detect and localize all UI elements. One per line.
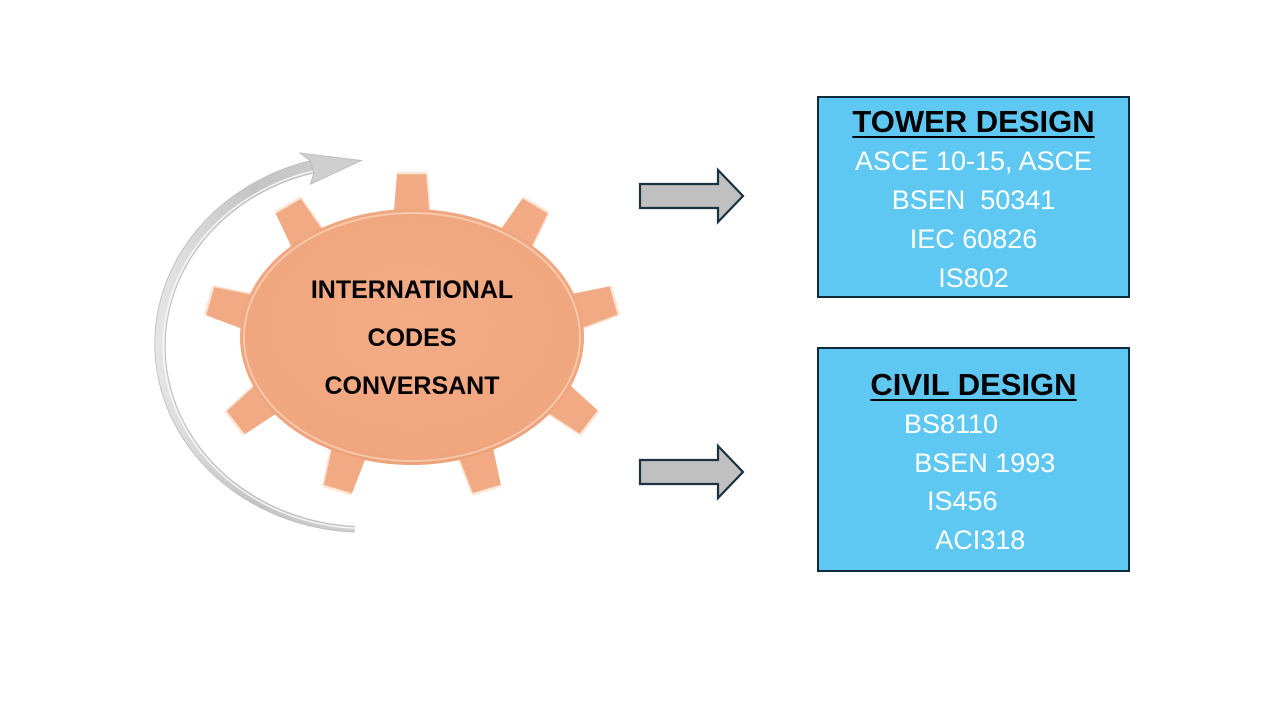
code-item: IEC 60826	[909, 224, 1038, 254]
code-item: BS8110	[903, 409, 1044, 439]
gear-label-line: CONVERSANT	[324, 372, 500, 400]
gear-tooth-bevel	[472, 484, 502, 496]
gear-label-line: CODES	[367, 324, 457, 352]
gear-tooth-bevel	[609, 285, 621, 316]
gear-tooth-bevel	[322, 484, 352, 496]
code-item: BSEN 1993	[891, 447, 1056, 478]
curved-arrow-highlight	[162, 170, 355, 530]
code-item: IS456	[926, 486, 1021, 516]
civil-design-title: CIVIL DESIGN	[870, 367, 1077, 402]
gear-tooth-bevel	[579, 410, 600, 436]
gear-label: INTERNATIONAL CODES CONVERSANT	[262, 266, 562, 410]
civil-design-box: CIVIL DESIGN BS8110 BSEN 1993 IS456 ACI3…	[817, 347, 1130, 572]
gear-tooth-bevel	[522, 196, 550, 214]
curved-arrow-head	[298, 152, 363, 185]
tower-design-box: TOWER DESIGN ASCE 10-15, ASCE BSEN 50341…	[817, 96, 1130, 298]
gear-label-line: INTERNATIONAL	[310, 276, 514, 304]
code-item: ACI318	[921, 524, 1026, 555]
gear-tooth-bevel	[203, 285, 215, 316]
code-item: ASCE 10-15, ASCE	[854, 146, 1093, 176]
gear-icon	[203, 171, 621, 496]
right-arrow-icon	[638, 167, 745, 225]
gear-body	[240, 209, 584, 465]
right-arrow-icon	[638, 443, 745, 501]
code-item: IS802	[938, 263, 1009, 293]
gear-tooth-bevel	[224, 410, 245, 436]
gear-tooth-bevel	[274, 196, 302, 214]
gear-rim-highlight	[243, 212, 581, 462]
tower-design-title: TOWER DESIGN	[852, 104, 1095, 139]
curved-arrow-icon	[154, 152, 363, 533]
code-item: BSEN 50341	[891, 185, 1056, 215]
